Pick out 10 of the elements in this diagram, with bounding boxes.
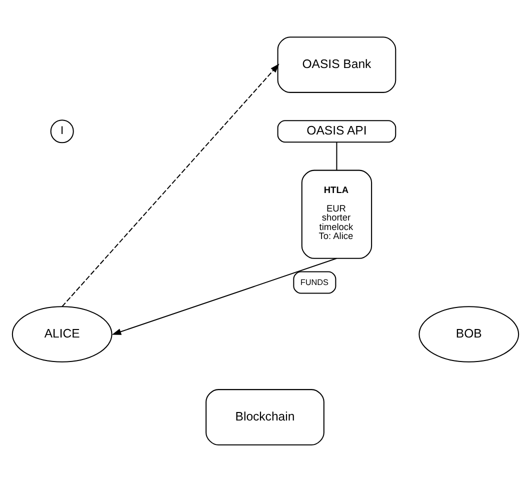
node-box: Blockchain bbox=[206, 388, 324, 445]
connector bbox=[336, 142, 338, 170]
node-circle: I bbox=[50, 119, 74, 143]
node-box: OASIS API bbox=[277, 120, 396, 142]
node-box: HTLA EUR shorter timelock To: Alice bbox=[301, 169, 372, 258]
arrow bbox=[62, 63, 280, 306]
node-ellipse: ALICE bbox=[12, 306, 112, 362]
node-box: OASIS Bank bbox=[277, 36, 396, 92]
node-ellipse: BOB bbox=[418, 306, 520, 362]
edge-label: FUNDS bbox=[300, 277, 329, 286]
